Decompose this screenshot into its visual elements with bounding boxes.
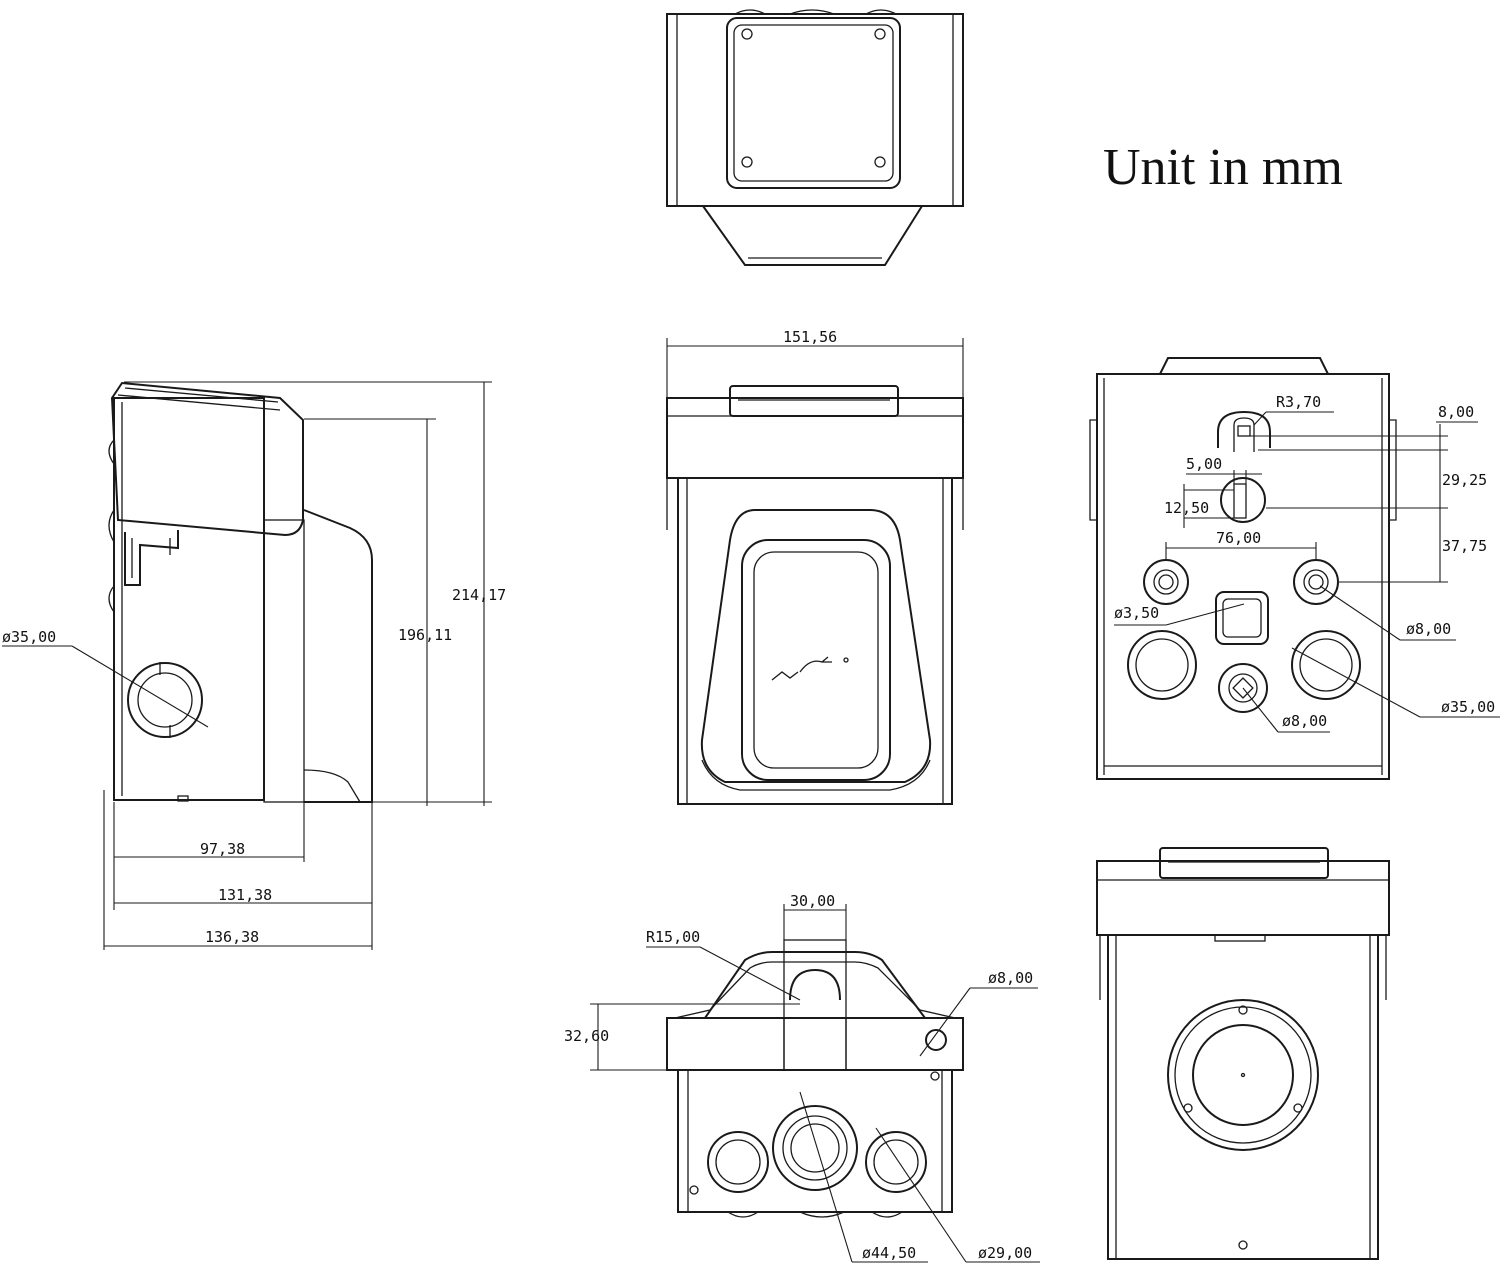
height-total-label: 214,17 bbox=[452, 586, 506, 604]
spacing-1-label: 29,25 bbox=[1442, 471, 1487, 489]
large-knockout-label: ø44,50 bbox=[862, 1244, 916, 1262]
side-view-dimensions: ø35,00 214,17 196,11 97,38 131,38 136,38 bbox=[2, 381, 506, 950]
spacing-2-label: 37,75 bbox=[1442, 537, 1487, 555]
height-body-label: 196,11 bbox=[398, 626, 452, 644]
bottom-view-dimensions: 30,00 R15,00 32,60 ø8,00 ø44,50 ø29,00 bbox=[564, 892, 1040, 1263]
front-width-label: 151,56 bbox=[783, 328, 837, 346]
notch-width-label: 30,00 bbox=[790, 892, 835, 910]
rear-view bbox=[1096, 847, 1390, 1260]
back-view-dimensions: R3,70 8,00 29,25 37,75 5,00 12,50 76,00 … bbox=[1114, 393, 1500, 733]
bottom-knockout-label: ø29,00 bbox=[978, 1244, 1032, 1262]
bottom-view bbox=[666, 939, 964, 1218]
unit-label: Unit in mm bbox=[1103, 139, 1343, 196]
slot-radius-label: R3,70 bbox=[1276, 393, 1321, 411]
depth-3-label: 136,38 bbox=[205, 928, 259, 946]
slot-offset-label: 8,00 bbox=[1438, 403, 1474, 421]
notch-radius-label: R15,00 bbox=[646, 928, 700, 946]
knockout-label: ø35,00 bbox=[1441, 698, 1495, 716]
side-hole-diameter-label: ø35,00 bbox=[2, 628, 56, 646]
hole-spacing-label: 76,00 bbox=[1216, 529, 1261, 547]
back-view bbox=[1089, 357, 1397, 780]
depth-1-label: 97,38 bbox=[200, 840, 245, 858]
bottom-small-hole-label: ø8,00 bbox=[988, 969, 1033, 987]
mount-hole-right-label: ø8,00 bbox=[1406, 620, 1451, 638]
top-view bbox=[666, 9, 964, 266]
notch-depth-label: 32,60 bbox=[564, 1027, 609, 1045]
side-view bbox=[108, 381, 373, 803]
depth-2-label: 131,38 bbox=[218, 886, 272, 904]
mount-hole-bottom-label: ø8,00 bbox=[1282, 712, 1327, 730]
front-view: 151,56 bbox=[666, 328, 964, 805]
small-hole-label: ø3,50 bbox=[1114, 604, 1159, 622]
keyhole-width-label: 5,00 bbox=[1186, 455, 1222, 473]
keyhole-diameter-label: 12,50 bbox=[1164, 499, 1209, 517]
